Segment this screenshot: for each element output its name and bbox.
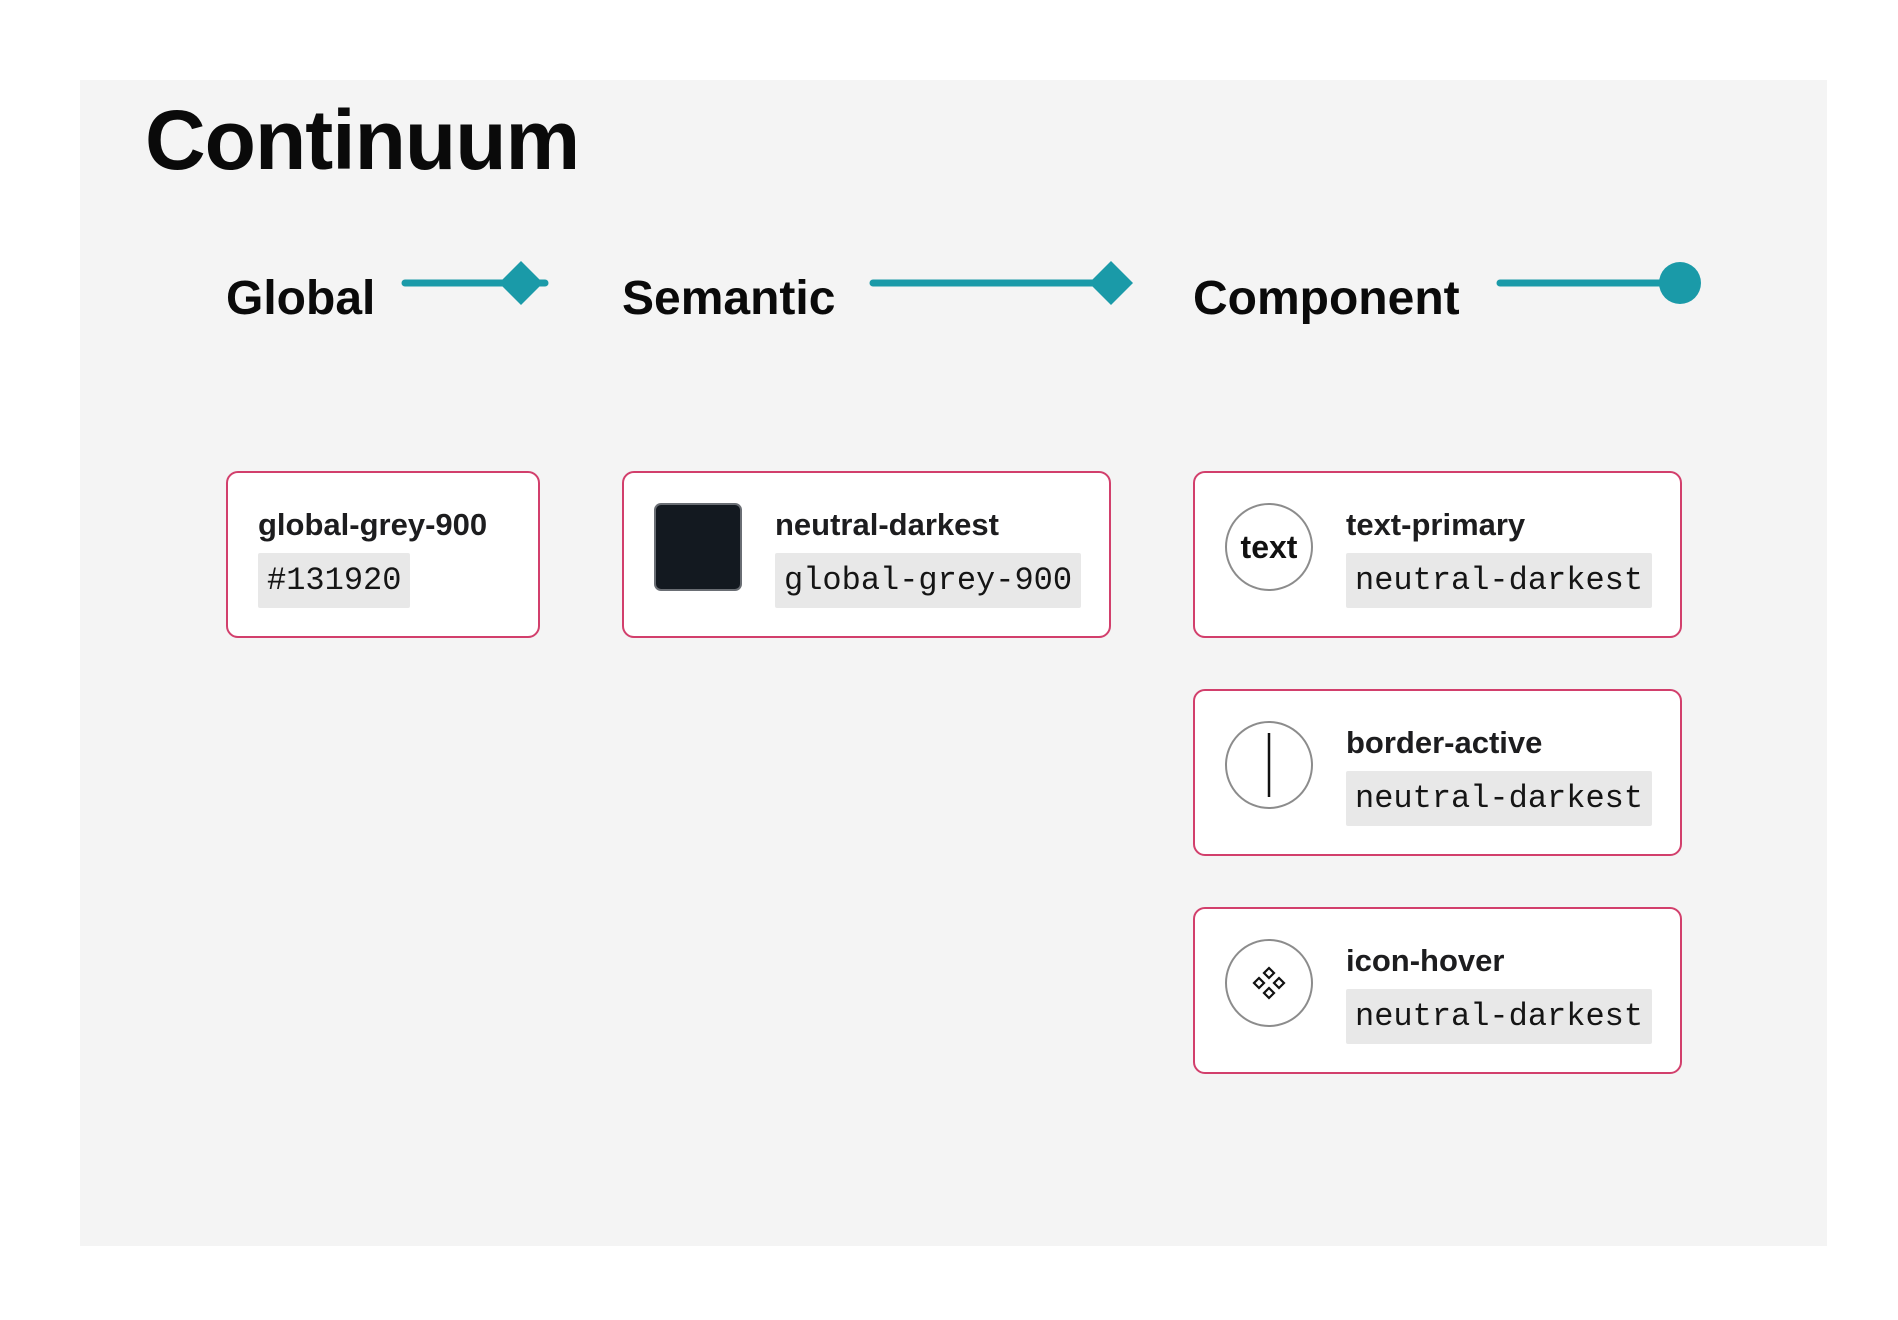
diamond-end-icon (499, 261, 543, 305)
token-name: border-active (1346, 725, 1543, 760)
text-sample-label: text (1240, 528, 1298, 565)
column-heading-component: Component (1193, 272, 1460, 325)
diamond-end-icon (1089, 261, 1133, 305)
token-card-global[interactable]: global-grey-900 #131920 (226, 471, 540, 638)
token-name: neutral-darkest (775, 507, 999, 542)
token-card-component-text[interactable]: text text-primary neutral-darkest (1193, 471, 1682, 638)
component-diamond-icon (1225, 939, 1313, 1027)
token-name: icon-hover (1346, 943, 1505, 978)
vertical-line-icon (1267, 733, 1271, 797)
page-title: Continuum (145, 93, 580, 187)
column-heading-global: Global (226, 272, 376, 325)
token-value-chip: neutral-darkest (1346, 553, 1653, 608)
connector-component (1496, 262, 1701, 304)
connector-global (401, 261, 549, 305)
token-value-chip: neutral-darkest (1346, 771, 1653, 826)
connector-semantic (869, 261, 1133, 305)
column-heading-semantic: Semantic (622, 272, 836, 325)
token-value-chip: neutral-darkest (1346, 989, 1653, 1044)
token-card-semantic[interactable]: neutral-darkest global-grey-900 (622, 471, 1111, 638)
token-name: global-grey-900 (258, 507, 488, 542)
color-swatch (654, 503, 742, 591)
circle-end-icon (1659, 262, 1701, 304)
token-card-component-border[interactable]: border-active neutral-darkest (1193, 689, 1682, 856)
token-name: text-primary (1346, 507, 1526, 542)
token-card-component-icon[interactable]: icon-hover neutral-darkest (1193, 907, 1682, 1074)
text-sample-icon: text (1225, 503, 1313, 591)
four-diamond-icon (1252, 966, 1286, 1000)
token-value-chip: #131920 (258, 553, 411, 608)
token-value-chip: global-grey-900 (775, 553, 1082, 608)
border-line-icon (1225, 721, 1313, 809)
